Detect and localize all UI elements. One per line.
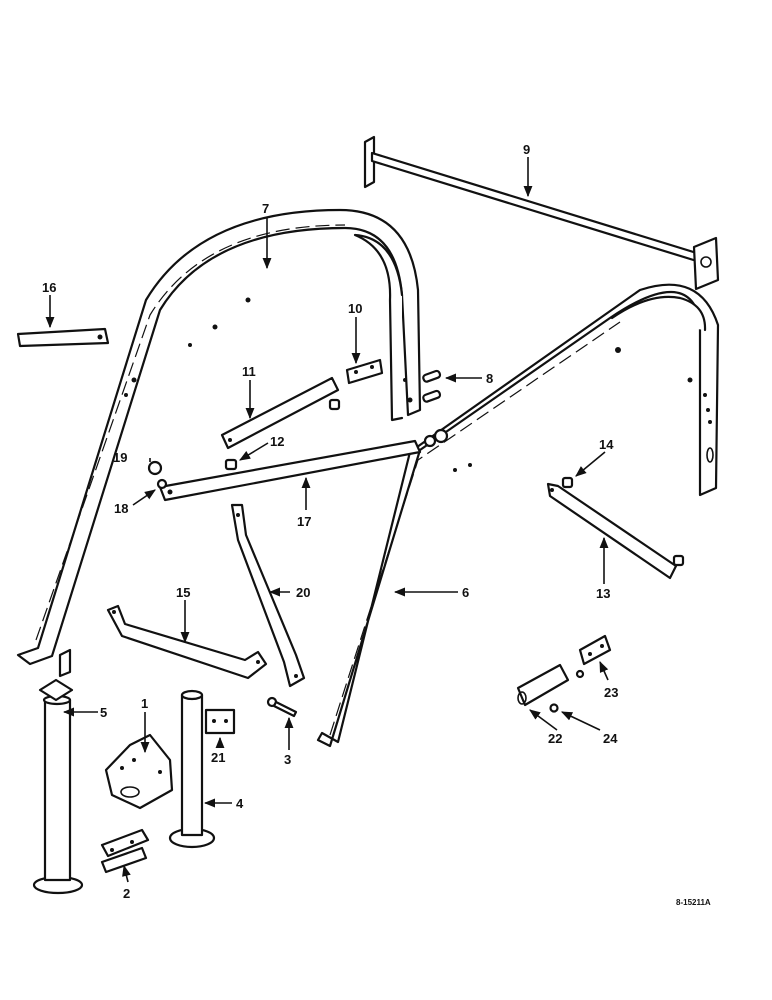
callout-21: 21 [211, 750, 225, 765]
part-23-plate [575, 634, 612, 679]
part-14-bolt [561, 476, 574, 489]
callout-2: 2 [123, 886, 130, 901]
part-11-bar [220, 376, 341, 450]
callout-24: 24 [603, 731, 618, 746]
callout-16: 16 [42, 280, 56, 295]
callout-13: 13 [596, 586, 610, 601]
callout-18: 18 [114, 501, 128, 516]
callout-10: 10 [348, 301, 362, 316]
part-6-roll-frame-right [316, 283, 720, 748]
part-7-roll-frame-left [16, 208, 422, 666]
callout-19: 19 [113, 450, 127, 465]
part-13-brace [546, 482, 685, 580]
callout-14: 14 [599, 437, 614, 452]
callout-12: 12 [270, 434, 284, 449]
callout-6: 6 [462, 585, 469, 600]
callout-3: 3 [284, 752, 291, 767]
part-8-pins [422, 369, 442, 403]
part-4-post [168, 689, 216, 849]
part-22-bracket [516, 663, 570, 707]
part-5-post [32, 648, 84, 895]
callout-9: 9 [523, 142, 530, 157]
part-15-u-bar [106, 604, 268, 680]
callout-20: 20 [296, 585, 310, 600]
part-12-bushing [224, 458, 238, 471]
part-2-bracket [100, 828, 150, 874]
part-9-cross-tube [363, 135, 720, 291]
part-16-bar [16, 327, 110, 348]
leader-lines [45, 157, 609, 883]
part-21-plate [204, 708, 236, 735]
callout-8: 8 [486, 371, 493, 386]
callout-11: 11 [242, 364, 256, 379]
part-10-plate [345, 358, 384, 385]
callout-22: 22 [548, 731, 562, 746]
part-17-brace [158, 428, 449, 502]
part-24-nut [549, 703, 559, 713]
callout-7: 7 [262, 201, 269, 216]
part-1-mount-bracket [104, 733, 174, 810]
part-20-brace [230, 503, 306, 688]
callout-1: 1 [141, 696, 148, 711]
callout-labels: 9 7 16 10 8 11 12 14 19 18 17 13 15 20 6… [42, 142, 618, 901]
part-3-pin [266, 696, 298, 718]
callout-15: 15 [176, 585, 190, 600]
callout-23: 23 [604, 685, 618, 700]
part-18-lockwasher [156, 478, 168, 490]
callout-4: 4 [236, 796, 244, 811]
callout-5: 5 [100, 705, 107, 720]
callout-17: 17 [297, 514, 311, 529]
part-19-washer [147, 460, 163, 476]
drawing-reference: 8-15211A [676, 898, 711, 907]
